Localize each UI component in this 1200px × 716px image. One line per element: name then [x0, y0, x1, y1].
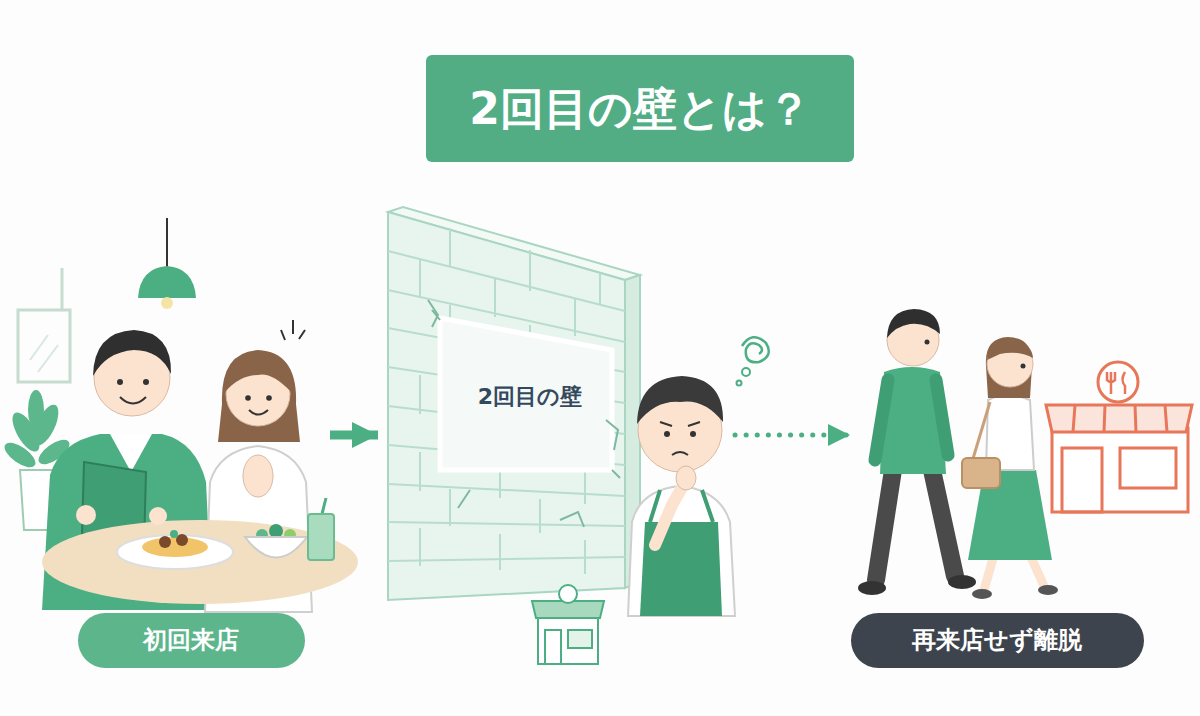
- fork-knife: [1107, 372, 1125, 394]
- salad: [269, 524, 283, 538]
- wall-cracks: [428, 300, 620, 527]
- woman-bangs: [225, 356, 291, 392]
- sparkle: [281, 320, 305, 340]
- window: [18, 310, 70, 382]
- lamp-bulb: [161, 297, 173, 309]
- staff-hair: [637, 376, 723, 424]
- hand: [149, 507, 167, 525]
- eye: [690, 431, 696, 437]
- eye: [925, 340, 930, 345]
- thought-dot: [737, 381, 742, 386]
- eye: [143, 379, 149, 385]
- man-hair: [93, 330, 171, 376]
- shop-body: [1052, 428, 1188, 512]
- flow-arrow: [735, 433, 850, 438]
- shop-icon-door: [545, 630, 561, 664]
- glass: [308, 514, 334, 560]
- leaving-illustration: [858, 309, 1192, 599]
- shop-icon-window: [568, 630, 592, 648]
- brick-rows: [388, 251, 625, 561]
- meatball: [159, 536, 171, 548]
- shop-door: [1062, 448, 1102, 512]
- meatball: [176, 534, 188, 546]
- hand: [76, 505, 96, 525]
- shoe: [948, 575, 976, 589]
- staff-shirt: [628, 486, 735, 616]
- first-visit-illustration: [1, 218, 358, 612]
- man-legs: [876, 470, 955, 580]
- woman-legs: [984, 555, 1044, 590]
- eye: [266, 395, 272, 401]
- smile: [120, 397, 146, 404]
- flow-arrow: [330, 431, 378, 440]
- basil: [170, 530, 178, 538]
- eye: [117, 379, 123, 385]
- man-hair: [887, 309, 940, 338]
- scene-label-pill: 再来店せず離脱: [851, 613, 1144, 668]
- worried-mouth: [672, 452, 688, 455]
- leaf: [1, 438, 40, 472]
- window-glare: [30, 335, 58, 372]
- shop-icon-sign: [559, 585, 577, 603]
- woman-hair-back: [218, 350, 300, 442]
- clasped-hands: [243, 455, 273, 497]
- staff-arm: [655, 484, 684, 545]
- woman-hair: [986, 337, 1032, 398]
- eye: [664, 431, 670, 437]
- shop-sign: [1098, 362, 1138, 402]
- eye: [1021, 364, 1026, 369]
- wall-illustration: [388, 207, 769, 664]
- first-visit-scene: 初回来店: [0, 200, 330, 680]
- shop-icon-body: [538, 616, 598, 664]
- smile: [249, 410, 268, 415]
- plate: [117, 535, 233, 569]
- shoe: [972, 589, 992, 599]
- shop-window: [1120, 448, 1176, 488]
- lamp-cord: [166, 218, 168, 268]
- bag: [962, 458, 1000, 488]
- awning-stripes: [1073, 405, 1167, 432]
- wall-sign-text: 2回目の壁: [473, 379, 588, 415]
- eye: [245, 395, 251, 401]
- shoe: [858, 581, 886, 595]
- window-frame: [61, 268, 64, 310]
- scene-label-pill: 初回来店: [78, 613, 305, 668]
- shoe: [1038, 585, 1058, 595]
- wall-face: [388, 212, 625, 600]
- woman-head: [987, 341, 1033, 387]
- shop-awning: [1046, 405, 1192, 432]
- thought-scribble: [742, 337, 769, 362]
- leaving-scene: 再来店せず離脱: [850, 200, 1200, 680]
- woman-bangs: [987, 340, 1033, 360]
- pasta: [142, 537, 208, 557]
- staff-hand: [676, 466, 696, 490]
- thought-dot: [742, 368, 750, 376]
- salad-bowl: [245, 537, 307, 558]
- second-visit-wall: 2回目の壁: [378, 200, 735, 670]
- title-banner: 2回目の壁とは？: [426, 55, 854, 162]
- lamp-shade: [138, 266, 196, 298]
- wall-sign: [440, 318, 612, 470]
- man-arms: [875, 380, 948, 460]
- leaf: [28, 390, 44, 430]
- bag-strap: [972, 402, 990, 462]
- eyebrows: [660, 422, 700, 426]
